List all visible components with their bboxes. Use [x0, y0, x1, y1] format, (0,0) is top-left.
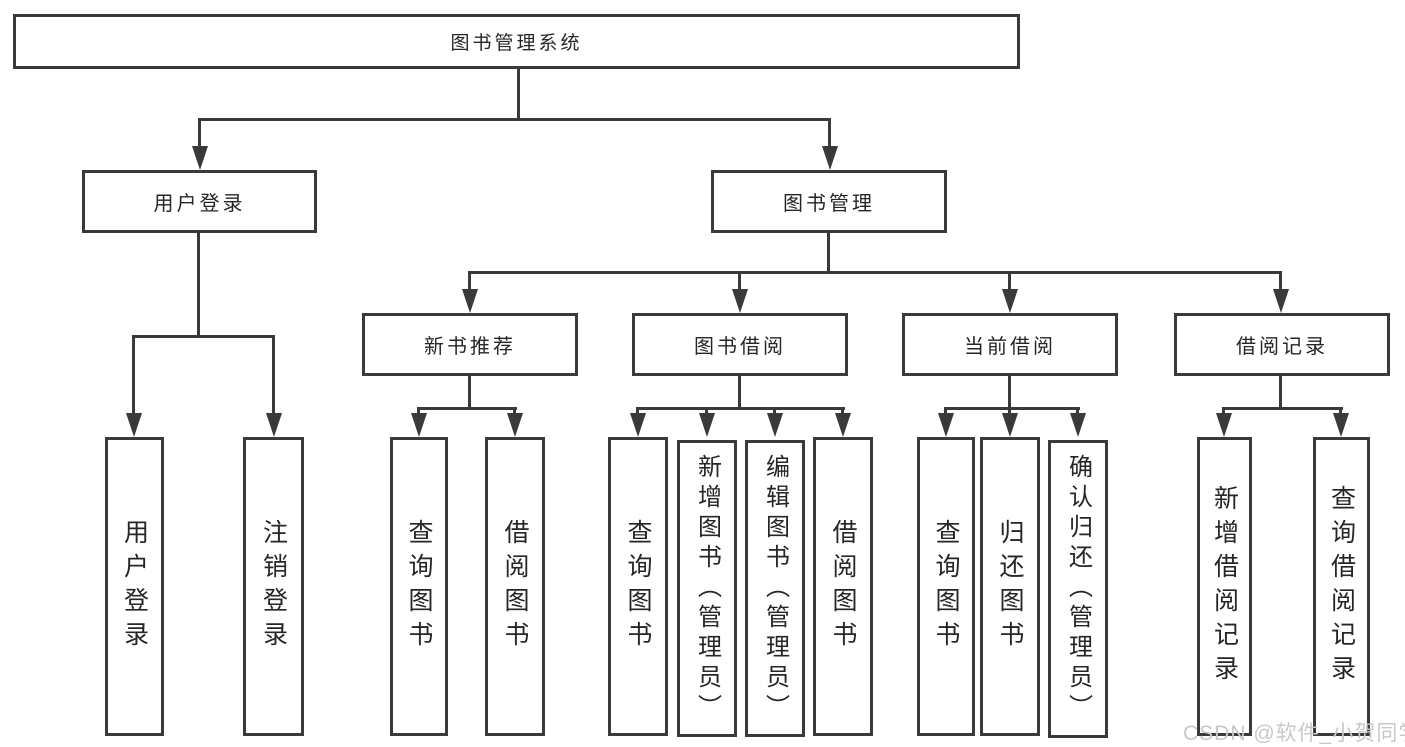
- arrowhead-borrow-records-icon: [1273, 289, 1289, 313]
- leaf-recommend-borrow-books: 借阅图书: [485, 437, 545, 736]
- arrowhead-bb-edit-books-icon: [767, 413, 783, 437]
- edge-current-borrow-branch: [944, 407, 1080, 410]
- node-book-borrow: 图书借阅: [632, 313, 848, 376]
- node-root-library-system: 图书管理系统: [13, 14, 1020, 69]
- leaf-user-login: 用户登录: [105, 437, 164, 736]
- node-book-management: 图书管理: [711, 170, 947, 233]
- edge-user-login-stem: [197, 233, 200, 338]
- edge-user-login-branch: [132, 335, 274, 338]
- leaf-borrow-borrow-books: 借阅图书: [813, 437, 873, 736]
- arrowhead-book-borrow-icon: [732, 289, 748, 313]
- leaf-current-query-books: 查询图书: [917, 437, 975, 736]
- arrowhead-br-query-record-icon: [1333, 413, 1349, 437]
- csdn-watermark: CSDN @软件_小贺同学: [1183, 722, 1405, 745]
- node-current-borrow: 当前借阅: [902, 313, 1118, 376]
- edge-book-borrow-branch: [636, 407, 845, 410]
- arrowhead-current-borrow-icon: [1002, 289, 1018, 313]
- edge-new-book-recommend-stem: [468, 376, 471, 410]
- edge-to-bb-add-books: [705, 407, 708, 417]
- leaf-borrow-query-books: 查询图书: [608, 437, 668, 736]
- arrowhead-bb-borrow-books-icon: [835, 413, 851, 437]
- edge-root-stem: [517, 67, 520, 121]
- arrowhead-bb-add-books-icon: [699, 413, 715, 437]
- arrowhead-book-management-icon: [822, 146, 838, 170]
- edge-to-user-login: [198, 118, 201, 148]
- edge-to-new-book-recommend: [468, 271, 471, 293]
- leaf-records-query-record: 查询借阅记录: [1313, 437, 1370, 736]
- arrowhead-cb-return-books-icon: [1002, 413, 1018, 437]
- arrowhead-new-book-recommend-icon: [462, 289, 478, 313]
- edge-to-bb-edit-books: [773, 407, 776, 417]
- edge-to-borrow-records: [1279, 271, 1282, 293]
- arrowhead-leaf-user-login-icon: [126, 413, 142, 437]
- edge-root-branch: [198, 118, 831, 121]
- leaf-recommend-query-books: 查询图书: [390, 437, 448, 736]
- node-new-book-recommend: 新书推荐: [362, 313, 578, 376]
- leaf-logout: 注销登录: [243, 437, 304, 736]
- arrowhead-bb-query-books-icon: [630, 413, 646, 437]
- arrowhead-cb-query-books-icon: [938, 413, 954, 437]
- edge-to-bb-query-books: [636, 407, 639, 417]
- edge-to-leaf-user-login: [132, 335, 135, 415]
- edge-to-cb-return-books: [1008, 407, 1011, 417]
- arrowhead-user-login-icon: [192, 146, 208, 170]
- arrowhead-rec-borrow-books-icon: [507, 413, 523, 437]
- arrowhead-cb-confirm-return-icon: [1070, 413, 1086, 437]
- edge-borrow-records-branch: [1222, 407, 1343, 410]
- arrowhead-br-add-record-icon: [1216, 413, 1232, 437]
- edge-to-rec-query-books: [417, 407, 420, 417]
- leaf-borrow-edit-books-admin: 编辑图书（管理员）: [745, 440, 805, 737]
- edge-to-book-borrow: [738, 271, 741, 293]
- edge-book-borrow-stem: [738, 376, 741, 410]
- edge-to-current-borrow: [1008, 271, 1011, 293]
- edge-borrow-records-stem: [1279, 376, 1282, 410]
- edge-to-cb-confirm-return: [1076, 407, 1079, 417]
- leaf-current-return-books: 归还图书: [980, 437, 1040, 736]
- node-borrow-records: 借阅记录: [1174, 313, 1390, 376]
- edge-to-bb-borrow-books: [841, 407, 844, 417]
- edge-new-book-recommend-branch: [417, 407, 517, 410]
- edge-book-management-branch: [468, 271, 1282, 274]
- edge-to-br-query-record: [1339, 407, 1342, 417]
- edge-to-book-management: [828, 118, 831, 148]
- edge-to-br-add-record: [1222, 407, 1225, 417]
- edge-to-cb-query-books: [944, 407, 947, 417]
- leaf-current-confirm-return-admin: 确认归还（管理员）: [1048, 440, 1108, 738]
- edge-current-borrow-stem: [1008, 376, 1011, 410]
- leaf-borrow-add-books-admin: 新增图书（管理员）: [677, 440, 737, 737]
- edge-book-management-stem: [827, 233, 830, 274]
- arrowhead-leaf-logout-icon: [266, 413, 282, 437]
- arrowhead-rec-query-books-icon: [411, 413, 427, 437]
- node-user-login: 用户登录: [82, 170, 317, 233]
- edge-to-rec-borrow-books: [513, 407, 516, 417]
- edge-to-leaf-logout: [272, 335, 275, 415]
- leaf-records-add-record: 新增借阅记录: [1197, 437, 1252, 736]
